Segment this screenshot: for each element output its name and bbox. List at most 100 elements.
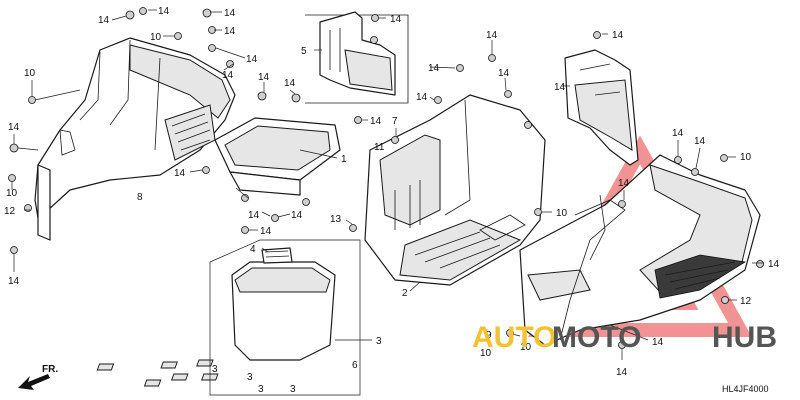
callout-label: 14 [291,210,303,221]
callout-label: 3 [258,384,264,395]
callout-label: 6 [352,360,358,371]
callout-label: 13 [330,214,342,225]
callout-label: 14 [222,70,234,81]
callout-label: 14 [612,30,624,41]
callout-label: 10 [150,32,162,43]
callout-label: 8 [137,192,143,203]
bolt-icon [271,214,279,222]
callout-label: 10 [24,68,36,79]
bolt-icon [524,121,532,129]
diagram-code: HL4JF4000 [722,384,769,394]
bolt-icon [257,91,267,101]
callout-label: 7 [392,116,398,127]
pad-d [171,373,189,381]
callout-label: 14 [672,128,684,139]
part-7-center-cover [364,94,546,286]
callout-label: 11 [374,142,385,153]
bolt-icon [241,226,249,234]
bolt-icon [291,93,301,103]
callout-label: 14 [694,136,706,147]
bolt-icon [720,154,728,162]
watermark-text: AUTO MOTO HUB [472,321,777,354]
bolt-icon [488,54,496,62]
bolt-icon [593,31,601,39]
callout-label: 10 [6,188,18,199]
bolt-icon [226,60,234,68]
callout-label: 4 [250,244,256,255]
bolt-icon [721,296,729,304]
callout-label: 14 [224,8,236,19]
callout-label: 14 [498,68,510,79]
callout-label: 14 [260,226,272,237]
pad-b [160,361,178,369]
part-2-group-outline [209,239,361,396]
front-label: FR. [42,364,58,375]
bolt-icon [241,194,249,202]
callout-label: 3 [247,372,253,383]
callout-label: 14 [8,122,20,133]
watermark-part-c: HUB [712,321,777,354]
callout-label: 14 [616,367,628,378]
bolt-icon [456,64,464,72]
callout-label: 10 [480,348,492,359]
bolt-icon [434,96,442,104]
callout-label: 14 [258,72,270,83]
part-2-storage-box [231,247,336,361]
bolt-icon [506,329,514,337]
callout-label: 14 [8,276,20,287]
part-9-floor-step [519,154,761,346]
fasteners [8,7,764,349]
bolt-icon [756,260,764,268]
callout-labels: 14 14 14 10 14 14 10 14 14 14 10 12 14 8… [4,6,780,395]
callout-label: 14 [174,168,186,179]
callout-label: 14 [246,54,258,65]
bolt-icon [202,166,210,174]
bolt-icon [370,36,378,44]
callout-label: 14 [98,15,110,26]
bolt-icon [391,136,399,144]
leader-lines [11,9,764,360]
bolt-icon [125,10,135,20]
callout-label: 14 [416,92,428,103]
bolt-icon [371,14,379,22]
bolt-icon [674,156,682,164]
callout-label: 14 [768,259,780,270]
callout-label: 14 [428,63,440,74]
part-6-panel [564,49,639,166]
bolt-icon [202,8,212,18]
bolt-icon [504,90,512,98]
callout-label: 3 [290,384,296,395]
bolt-icon [302,198,310,206]
callout-label: 14 [652,337,664,348]
watermark-part-b: MOTO [552,321,641,354]
callout-label: 14 [370,116,382,127]
callout-label: 5 [301,46,307,57]
callout-label: 3 [376,336,382,347]
bolt-icon [10,246,18,254]
part-1-tray [214,117,341,196]
front-direction-indicator: FR. [18,364,58,390]
bolt-icon [9,143,19,153]
watermark-part-a: AUTO [472,321,556,354]
callout-label: 14 [486,30,498,41]
callout-label: 10 [520,342,532,353]
bolt-icon [8,174,16,182]
bolt-icon [354,116,362,124]
callout-label: 2 [402,288,408,299]
callout-label: 14 [618,178,630,189]
pad-f [143,379,162,387]
pad-a [96,363,115,371]
callout-label: 14 [554,82,566,93]
callout-label: 3 [212,364,218,375]
bolt-icon [618,200,626,208]
bolt-icon [349,224,357,232]
callout-label: 10 [740,152,752,163]
part-8-side-cover [34,37,236,241]
part-5-bracket [305,11,409,104]
callout-label: 12 [4,206,16,217]
pad-c [196,359,214,367]
callout-label: 14 [224,26,236,37]
arrow-left-icon [18,374,50,390]
callout-label: 10 [556,208,568,219]
